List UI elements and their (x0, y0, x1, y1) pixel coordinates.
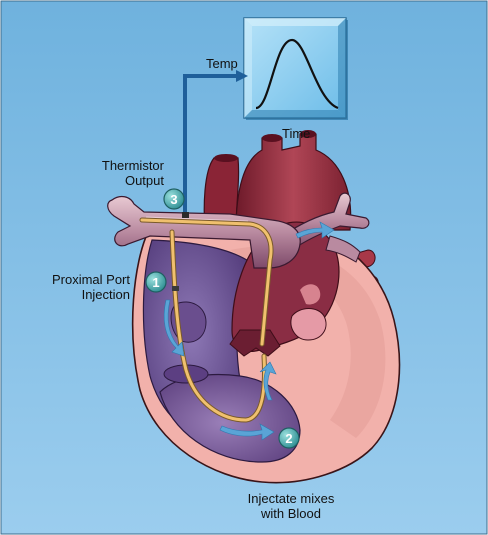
aortic-arch (235, 130, 352, 231)
flow-arrow-outflow (259, 361, 277, 401)
badge-3-circle (163, 188, 185, 210)
injectate-label-line2: with Blood (261, 506, 321, 521)
badge-3-number: 3 (170, 192, 177, 207)
thermodilution-curve (255, 38, 339, 110)
graph-x-axis-label: Time (282, 126, 311, 141)
proximal-port-label: Proximal Port Injection (30, 272, 130, 302)
proximal-label-line1: Proximal Port (51, 272, 130, 287)
graph-bevel-right (338, 18, 346, 118)
thermistor-label-line2: Output (124, 173, 164, 188)
catheter-loop (170, 230, 266, 422)
proximal-label-line2: Injection (81, 287, 130, 302)
graph-bevel-left (244, 18, 252, 118)
left-atrium-window (290, 308, 327, 341)
injectate-label-line1: Injectate mixes (247, 491, 335, 506)
thermistor-label-line1: Thermistor (101, 158, 164, 173)
step-badge-3: 3 (163, 188, 185, 210)
flow-arrow-right-ventricle (219, 423, 275, 441)
thermistor-marker (182, 212, 189, 218)
flow-arrow-pulmonary (295, 221, 335, 239)
proximal-port-marker (172, 286, 179, 291)
mitral-highlight (300, 284, 321, 305)
badge-1-number: 1 (152, 275, 159, 290)
injectate-mix-label: Injectate mixes with Blood (226, 491, 356, 521)
vessel-opening-1 (262, 134, 282, 142)
catheter (139, 212, 274, 423)
thermistor-output-label: Thermistor Output (94, 158, 164, 188)
flow-arrows (163, 221, 335, 441)
catheter-upper (140, 218, 273, 346)
thermistor-wire (183, 74, 238, 213)
temperature-graph (243, 17, 348, 120)
flow-arrow-right-atrium (163, 299, 185, 357)
pulmonary-branch-small (325, 235, 361, 263)
step-badge-2: 2 (278, 427, 300, 449)
badge-2-number: 2 (285, 431, 292, 446)
graph-bevel-bottom (244, 110, 346, 118)
vessel-opening-2 (300, 130, 316, 138)
thermistor-arrowhead (236, 70, 248, 82)
superior-vena-cava (107, 195, 301, 269)
step-badge-1: 1 (145, 271, 167, 293)
pulmonary-valve (229, 329, 281, 357)
badge-2-circle (278, 427, 300, 449)
vessel-opening-3 (214, 154, 238, 162)
graph-y-axis-label: Temp (206, 56, 238, 71)
badge-1-circle (145, 271, 167, 293)
lv-wall-shade (230, 246, 386, 438)
graph-bevel-top (244, 18, 346, 26)
